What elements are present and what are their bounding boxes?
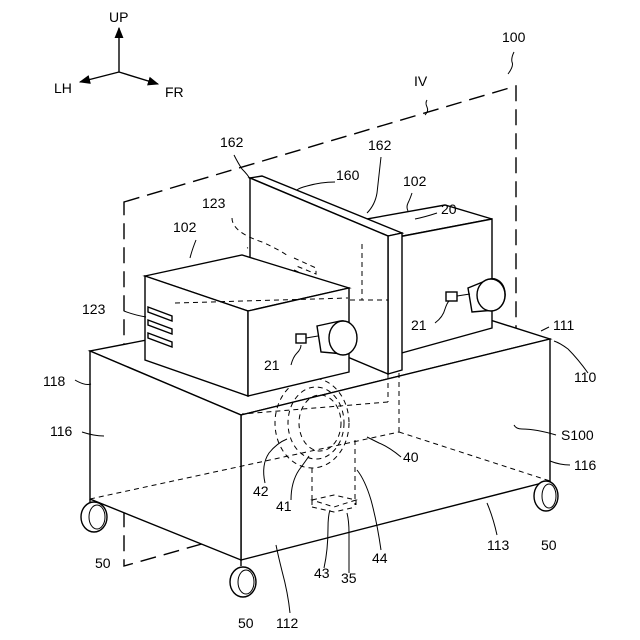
label-110: 110 <box>574 369 597 385</box>
caster-bottom <box>230 560 256 597</box>
label-44: 44 <box>372 550 388 566</box>
label-s100: S100 <box>561 427 594 443</box>
front-arrow <box>119 72 158 84</box>
label-42: 42 <box>253 483 269 499</box>
label-43: 43 <box>314 565 330 581</box>
label-50-left: 50 <box>95 555 111 571</box>
label-100: 100 <box>502 29 526 45</box>
caster-right <box>534 481 558 511</box>
label-160: 160 <box>336 167 360 183</box>
label-118: 118 <box>43 373 66 389</box>
label-116-right: 116 <box>574 457 597 473</box>
label-162-a: 162 <box>220 134 244 150</box>
label-102-left: 102 <box>173 219 197 235</box>
label-35: 35 <box>341 570 357 586</box>
label-112: 112 <box>276 615 299 631</box>
shield-front-edge <box>388 233 402 374</box>
fr-label: FR <box>165 84 184 100</box>
label-162-b: 162 <box>368 137 392 153</box>
up-label: UP <box>109 9 128 25</box>
label-21-right: 21 <box>411 317 427 333</box>
label-102-right: 102 <box>403 173 427 189</box>
connector-21-right <box>446 292 457 301</box>
label-41: 41 <box>276 498 292 514</box>
label-50-right: 50 <box>541 537 557 553</box>
label-40: 40 <box>403 449 419 465</box>
connector-21-left <box>296 334 306 343</box>
label-111: 111 <box>553 317 574 333</box>
lens-left <box>329 321 357 355</box>
direction-axes: UP LH FR <box>54 9 184 100</box>
label-21-left: 21 <box>264 357 280 373</box>
label-116-left: 116 <box>50 423 73 439</box>
left-arrow <box>80 72 119 82</box>
label-iv: IV <box>414 73 428 89</box>
lens-right <box>477 279 505 311</box>
label-20: 20 <box>441 201 457 217</box>
label-123-left: 123 <box>82 301 106 317</box>
label-113: 113 <box>487 537 510 553</box>
label-50-bottom: 50 <box>238 615 254 631</box>
label-123-top: 123 <box>202 195 226 211</box>
lh-label: LH <box>54 80 72 96</box>
